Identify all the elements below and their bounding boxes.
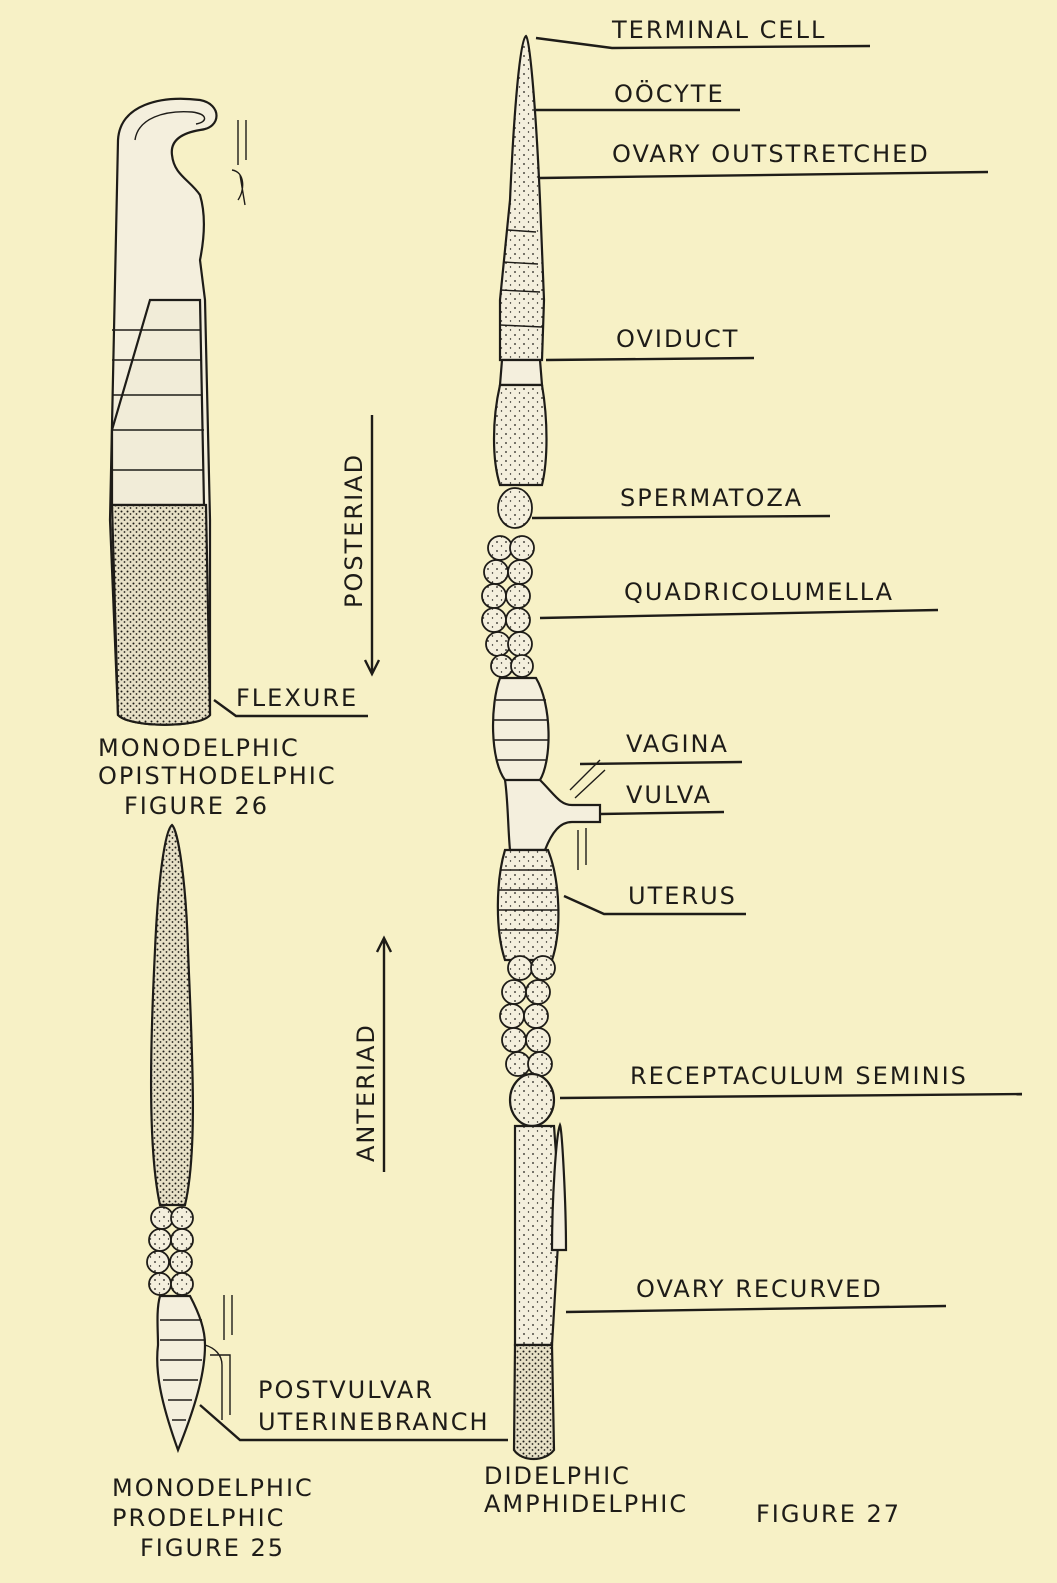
posteriad-arrow bbox=[363, 415, 381, 677]
label-vulva: VULVA bbox=[626, 781, 712, 809]
fig27-posterior-uterus bbox=[496, 848, 560, 962]
label-receptaculum-seminis: RECEPTACULUM SEMINIS bbox=[630, 1062, 968, 1090]
caption-fig25-title: FIGURE 25 bbox=[140, 1534, 285, 1562]
fig27-lower-quadricolumella-cells bbox=[499, 955, 556, 1077]
label-terminal-cell: TERMINAL CELL bbox=[611, 16, 826, 44]
caption-fig25-line1: MONODELPHIC bbox=[112, 1474, 314, 1502]
label-ovary-outstretched: OVARY OUTSTRETCHED bbox=[612, 140, 930, 168]
fig27-recurved-ovary bbox=[550, 1122, 568, 1252]
caption-fig26-line1: MONODELPHIC bbox=[98, 734, 300, 762]
leader-lines bbox=[199, 36, 1023, 1442]
figure-27-drawing bbox=[481, 34, 606, 1461]
fig27-posterior-ovary bbox=[512, 1343, 556, 1461]
fig27-vulva-lines bbox=[569, 759, 606, 870]
fig26-vulva-lines bbox=[231, 120, 247, 206]
anteriad-arrow bbox=[375, 935, 393, 1172]
fig26-inner-flexure bbox=[134, 111, 206, 141]
fig27-quadricolumella-cells bbox=[481, 535, 535, 678]
caption-fig27-line2: AMPHIDELPHIC bbox=[484, 1490, 688, 1518]
label-uterus: UTERUS bbox=[628, 882, 737, 910]
figure-25-drawing bbox=[146, 823, 233, 1454]
label-vagina: VAGINA bbox=[626, 730, 729, 758]
fig27-spermatheca-upper bbox=[497, 487, 533, 529]
label-quadricolumella: QUADRICOLUMELLA bbox=[624, 578, 894, 606]
fig25-uterus bbox=[156, 1294, 207, 1454]
fig27-vagina-vulva bbox=[503, 778, 602, 852]
label-oocyte: OÖCYTE bbox=[614, 79, 725, 108]
caption-fig26-line2: OPISTHODELPHIC bbox=[98, 762, 337, 790]
fig26-ovary-dense bbox=[110, 503, 212, 726]
label-uterine-branch: UTERINEBRANCH bbox=[258, 1408, 490, 1436]
fig27-anterior-uterus bbox=[492, 383, 548, 487]
caption-fig27-line1: DIDELPHIC bbox=[484, 1462, 631, 1490]
label-flexure: FLEXURE bbox=[236, 684, 358, 712]
fig25-ovary bbox=[149, 823, 195, 1207]
caption-fig26-title: FIGURE 26 bbox=[124, 792, 269, 820]
fig27-receptaculum-seminis bbox=[508, 1072, 556, 1128]
fig25-quadricolumella bbox=[146, 1206, 194, 1296]
label-spermatoza: SPERMATOZA bbox=[620, 484, 803, 512]
caption-fig27-title: FIGURE 27 bbox=[756, 1500, 901, 1528]
fig27-oviduct bbox=[498, 358, 544, 387]
label-oviduct: OVIDUCT bbox=[616, 325, 739, 353]
fig25-vulva-lines bbox=[204, 1295, 233, 1420]
label-anteriad: ANTERIAD bbox=[352, 1023, 380, 1162]
figure-26-drawing bbox=[108, 97, 247, 726]
fig27-anterior-ovary bbox=[498, 34, 546, 362]
label-posteriad: POSTERIAD bbox=[340, 453, 368, 608]
caption-fig25-line2: PRODELPHIC bbox=[112, 1504, 285, 1532]
label-ovary-recurved: OVARY RECURVED bbox=[636, 1275, 883, 1303]
fig27-posterior-oviduct bbox=[513, 1124, 562, 1347]
label-postvulvar: POSTVULVAR bbox=[258, 1376, 434, 1404]
